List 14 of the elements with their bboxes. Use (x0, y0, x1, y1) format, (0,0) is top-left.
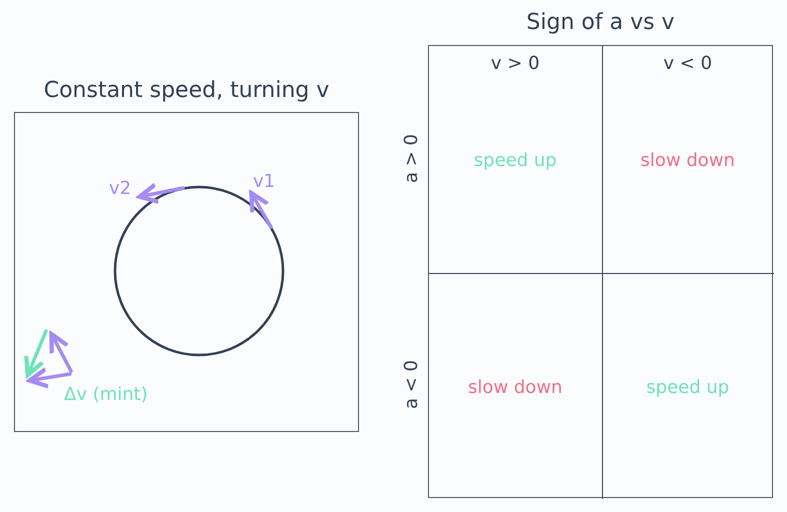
row-label: a < 0 (401, 358, 423, 411)
column-header: v > 0 (490, 52, 541, 76)
vector-label: Δv (mint) (64, 384, 148, 406)
cell-text: slow down (640, 149, 736, 173)
cell-text: speed up (472, 149, 558, 173)
vector-label: v1 (253, 171, 276, 193)
table-cell (429, 46, 602, 274)
column-header: v < 0 (662, 52, 714, 76)
vector-label: v2 (109, 178, 132, 200)
row-label: a > 0 (401, 132, 423, 185)
cell-text: slow down (467, 376, 564, 400)
cell-text: speed up (645, 376, 730, 400)
panel-heading: Sign of a vs v (525, 9, 676, 37)
panel-heading: Constant speed, turning v (42, 77, 330, 105)
